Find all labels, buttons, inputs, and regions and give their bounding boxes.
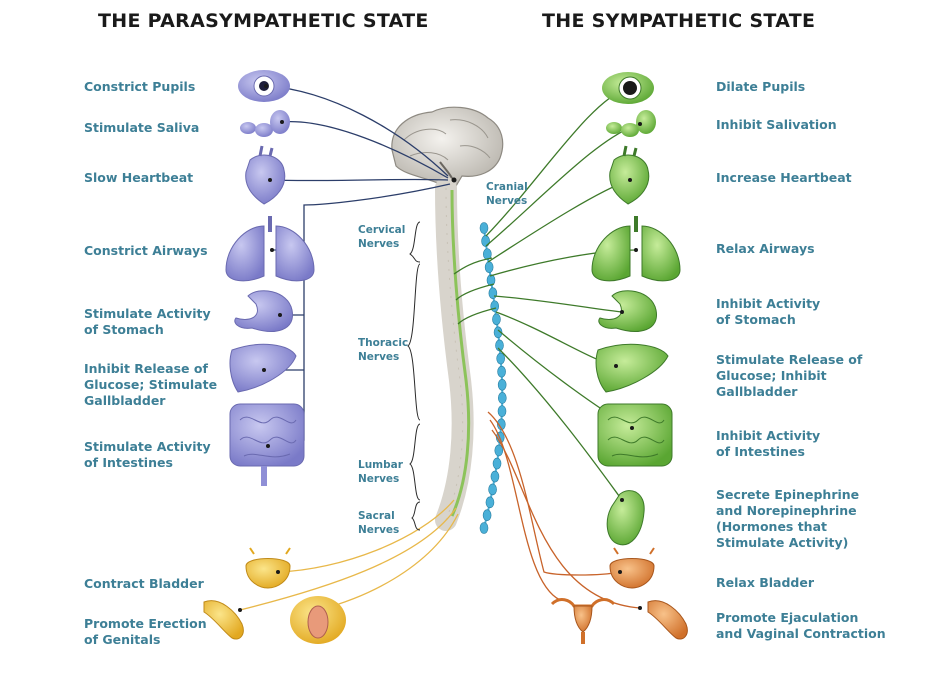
ganglion-beads bbox=[479, 222, 507, 534]
ganglion-bead bbox=[497, 392, 507, 404]
symp-label-increase-heartbeat: Increase Heartbeat bbox=[716, 170, 852, 185]
heart-icon bbox=[245, 145, 286, 205]
ganglion-bead bbox=[488, 287, 498, 300]
intestines-icon bbox=[229, 403, 305, 486]
symp-label-dilate-pupils: Dilate Pupils bbox=[716, 79, 806, 94]
symp-label-relax-bladder: Relax Bladder bbox=[716, 575, 815, 590]
ganglion-bead bbox=[486, 274, 496, 286]
para-label-constrict-pupils: Constrict Pupils bbox=[84, 79, 196, 94]
symp-label-ejaculation: Promote Ejaculation and Vaginal Contract… bbox=[716, 610, 886, 641]
lumbar-nerves-label: Lumbar Nerves bbox=[358, 459, 403, 485]
liver-icon bbox=[595, 343, 669, 393]
sympathetic-title: THE SYMPATHETIC STATE bbox=[542, 10, 816, 32]
stomach-icon bbox=[234, 290, 293, 332]
salivary-gland-icon bbox=[606, 110, 656, 137]
symp-label-intestines: Inhibit Activity of Intestines bbox=[716, 428, 821, 459]
ganglion-bead bbox=[497, 379, 507, 391]
symp-label-stomach: Inhibit Activity of Stomach bbox=[716, 296, 821, 327]
ganglion-bead bbox=[490, 300, 500, 313]
sacral-nerves-label: Sacral Nerves bbox=[358, 510, 400, 536]
symp-label-epinephrine: Secrete Epinephrine and Norepinephrine (… bbox=[716, 487, 860, 550]
penis-icon bbox=[203, 600, 244, 640]
ganglion-bead bbox=[493, 326, 503, 339]
cranial-nerves-label: Cranial Nerves bbox=[486, 181, 528, 207]
ganglion-bead bbox=[492, 313, 501, 326]
ganglion-bead bbox=[497, 418, 506, 431]
para-label-contract-bladder: Contract Bladder bbox=[84, 576, 204, 591]
brain-icon bbox=[391, 106, 504, 187]
para-label-intestines: Stimulate Activity of Intestines bbox=[84, 439, 211, 470]
bladder-icon bbox=[245, 547, 291, 589]
spinal-column-icon bbox=[435, 177, 474, 531]
stomach-icon bbox=[598, 290, 657, 332]
symp-label-inhibit-salivation: Inhibit Salivation bbox=[716, 117, 837, 132]
ganglion-bead bbox=[497, 365, 506, 378]
ganglion-bead bbox=[488, 483, 497, 496]
para-label-erection: Promote Erection of Genitals bbox=[84, 616, 207, 647]
para-label-constrict-airways: Constrict Airways bbox=[84, 243, 208, 258]
bladder-icon bbox=[609, 547, 655, 589]
lungs-icon bbox=[591, 216, 681, 282]
adrenal-kidney-icon bbox=[606, 490, 645, 546]
para-label-stomach: Stimulate Activity of Stomach bbox=[84, 306, 211, 337]
symp-label-glucose: Stimulate Release of Glucose; Inhibit Ga… bbox=[716, 352, 863, 399]
ganglion-bead bbox=[497, 405, 507, 417]
nerve-brackets bbox=[407, 221, 421, 531]
symp-label-relax-airways: Relax Airways bbox=[716, 241, 815, 256]
intestines-icon bbox=[597, 403, 673, 467]
parasympathetic-title: THE PARASYMPATHETIC STATE bbox=[98, 10, 429, 32]
penis-icon bbox=[647, 600, 688, 640]
para-label-stimulate-saliva: Stimulate Saliva bbox=[84, 120, 200, 135]
ganglion-bead bbox=[490, 470, 500, 483]
ganglion-bead bbox=[482, 509, 492, 522]
thoracic-nerves-label: Thoracic Nerves bbox=[358, 337, 409, 363]
ganglion-bead bbox=[494, 444, 504, 457]
para-label-glucose: Inhibit Release of Glucose; Stimulate Ga… bbox=[84, 361, 218, 408]
ganglion-bead bbox=[495, 339, 504, 352]
ganglion-bead bbox=[485, 496, 495, 509]
uterus-icon bbox=[550, 598, 616, 644]
para-label-slow-heartbeat: Slow Heartbeat bbox=[84, 170, 194, 185]
vulva-icon bbox=[290, 596, 346, 644]
heart-icon bbox=[609, 145, 650, 205]
liver-icon bbox=[229, 343, 297, 393]
ganglion-bead bbox=[479, 222, 489, 234]
cervical-nerves-label: Cervical Nerves bbox=[358, 224, 406, 250]
ganglion-bead bbox=[479, 522, 489, 534]
ganglion-bead bbox=[492, 457, 502, 470]
ganglion-bead bbox=[481, 235, 490, 247]
ganglion-bead bbox=[496, 352, 505, 365]
ganglion-bead bbox=[484, 261, 494, 273]
nerve-endpoints bbox=[238, 84, 642, 612]
lungs-icon bbox=[225, 216, 315, 282]
